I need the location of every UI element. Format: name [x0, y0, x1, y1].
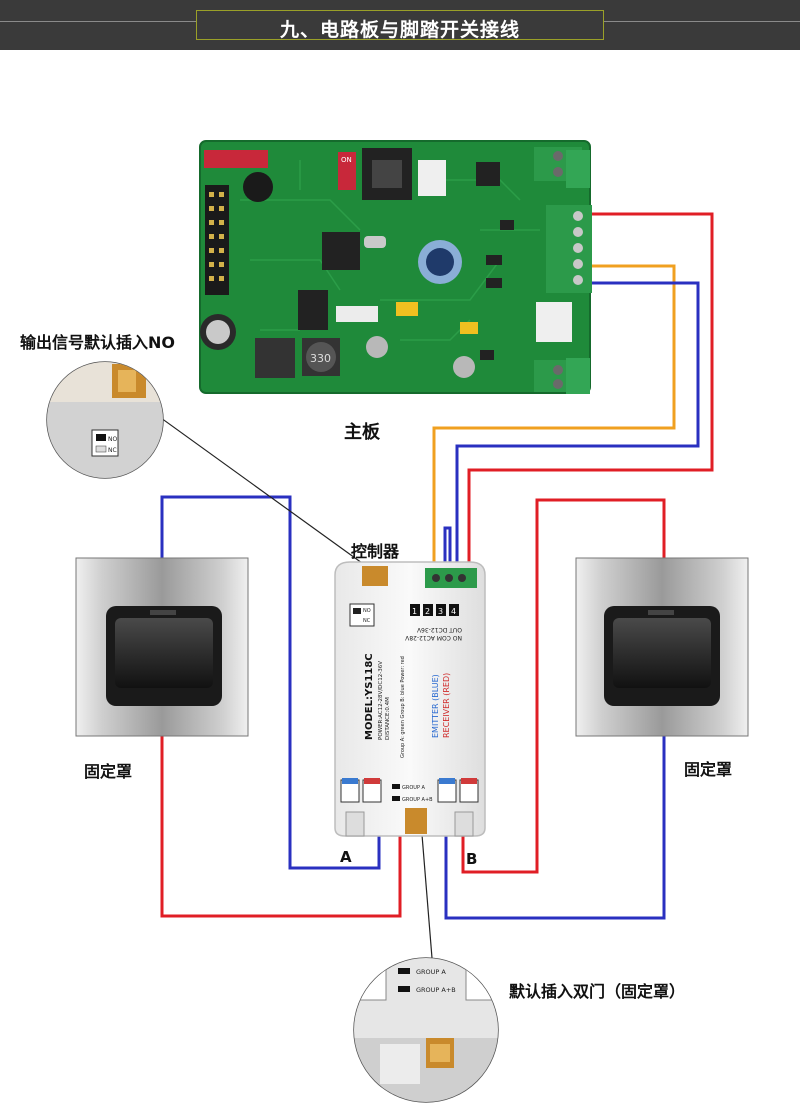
controller-device: NO NC 1 2 3 4 NO COM AC12-28V OUT DC12-3…: [334, 561, 486, 837]
ctrl-group-a: GROUP A: [402, 785, 426, 791]
wire-red-main: [467, 212, 714, 568]
ctrl-switch-nc: NC: [363, 618, 371, 624]
label-port-b: B: [466, 850, 478, 868]
page-title: 九、电路板与脚踏开关接线: [279, 19, 520, 41]
ctrl-terminal-2: 2: [425, 607, 430, 616]
header-rule-right: [604, 21, 800, 22]
zoom-group-a: GROUP A: [416, 968, 446, 976]
zoom-circle-group: GROUP A GROUP A+B: [353, 957, 499, 1103]
label-default-note: 默认插入双门（固定罩）: [509, 982, 686, 1001]
board-switch-label: ON: [341, 156, 352, 164]
zoom-switch-no: NO: [108, 436, 117, 443]
ctrl-receiver: RECEIVER (RED): [442, 673, 451, 738]
header-bar: 九、电路板与脚踏开关接线: [0, 0, 800, 50]
zoom-group-ab: GROUP A+B: [416, 986, 456, 994]
label-controller: 控制器: [351, 542, 400, 561]
ctrl-terminal-numbers: 1 2 3 4: [410, 604, 459, 616]
wire-red-left: [160, 736, 402, 918]
ctrl-terminal-labels: NO COM AC12-28V: [404, 634, 462, 641]
ctrl-model: MODEL:YS118C: [364, 653, 375, 740]
label-mainboard: 主板: [344, 422, 380, 443]
label-cover-right: 固定罩: [684, 760, 733, 779]
ctrl-terminal-4: 4: [451, 607, 456, 616]
sensor-cover-right: [575, 557, 749, 737]
wire-blue-right: [444, 736, 666, 920]
label-output-note: 输出信号默认插入NO: [20, 333, 175, 352]
ctrl-group-ab: GROUP A+B: [402, 797, 433, 803]
ctrl-emitter: EMITTER (BLUE): [431, 674, 440, 738]
ctrl-terminal-3: 3: [438, 607, 443, 616]
header-rule-left: [0, 21, 196, 22]
label-cover-left: 固定罩: [84, 762, 133, 781]
label-port-a: A: [340, 848, 352, 866]
wire-blue-mid: [443, 526, 452, 568]
wire-orange-main: [432, 264, 676, 568]
ctrl-group-legend: Group A: green Group B: blue Power: red: [400, 656, 406, 758]
ctrl-distance: DISTANCE:0.4M: [385, 697, 391, 740]
ctrl-sensor-ports: [340, 778, 479, 803]
title-frame: [196, 10, 604, 40]
wire-blue-left: [160, 495, 381, 870]
board-inductor-label: 330: [310, 352, 331, 365]
wire-blue-main: [455, 281, 700, 568]
ctrl-power: POWER:AC12-28V/DC12-36V: [378, 661, 384, 740]
sensor-cover-left: [75, 557, 249, 737]
zoom-switch-nc: NC: [108, 447, 117, 454]
main-board: ON 330: [199, 140, 592, 394]
wire-red-right: [461, 498, 666, 874]
leader-line-top: [124, 391, 381, 577]
ctrl-switch-no: NO: [363, 608, 371, 614]
ctrl-terminal-sub: OUT DC12-36V: [416, 626, 462, 633]
ctrl-terminal-1: 1: [412, 607, 417, 616]
zoom-circle-output: NO NC: [46, 361, 164, 479]
